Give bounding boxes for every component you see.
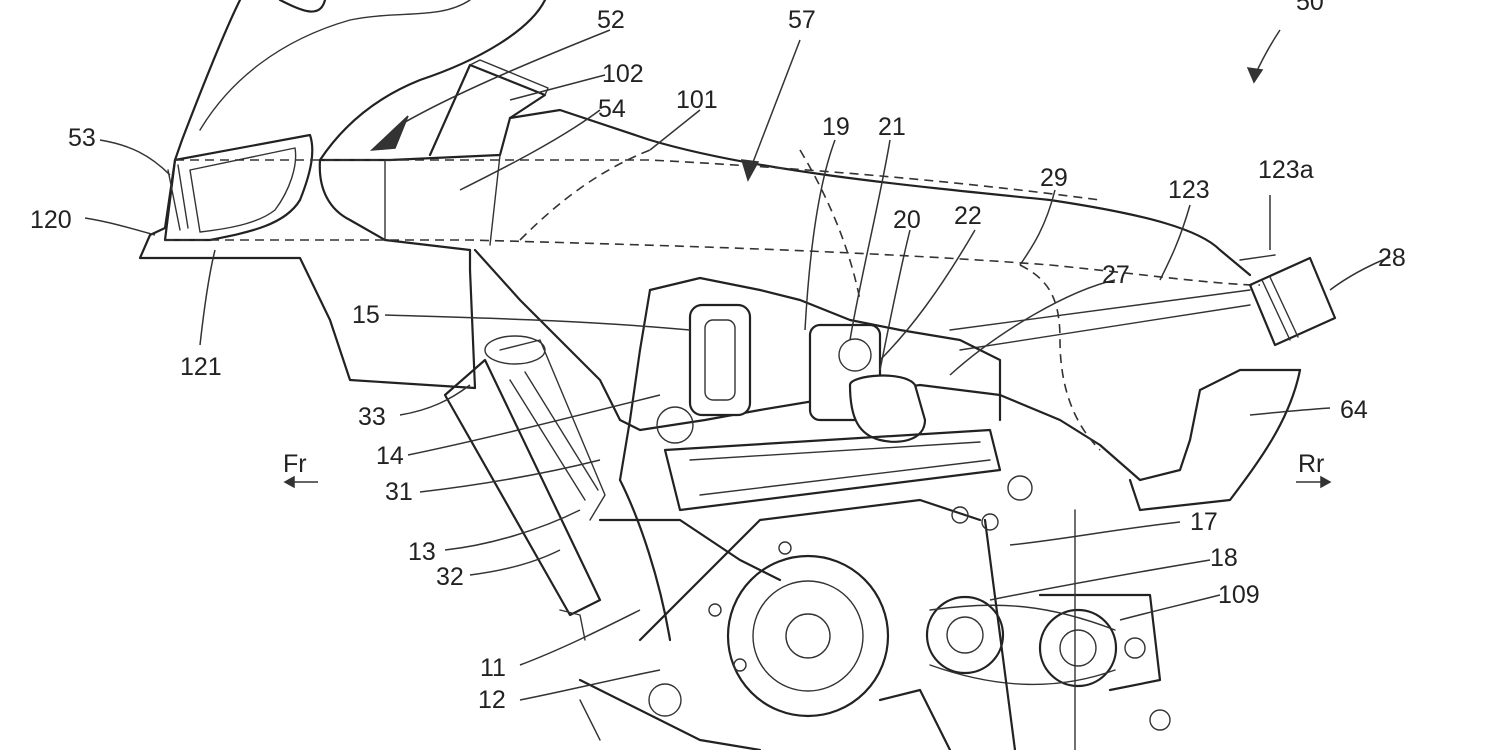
label-64: 64 xyxy=(1340,396,1368,424)
idler-pulley xyxy=(1038,608,1118,688)
label-12: 12 xyxy=(478,686,506,714)
label-57: 57 xyxy=(788,6,816,34)
tail-piece xyxy=(1239,254,1337,347)
front-cowl xyxy=(138,0,547,390)
label-123: 123 xyxy=(1168,176,1210,204)
label-120: 120 xyxy=(30,206,72,234)
label-109: 109 xyxy=(1218,581,1260,609)
label-101: 101 xyxy=(676,86,718,114)
label-20: 20 xyxy=(893,206,921,234)
label-53: 53 xyxy=(68,124,96,152)
label-52: 52 xyxy=(597,6,625,34)
label-13: 13 xyxy=(408,538,436,566)
label-28: 28 xyxy=(1378,244,1406,272)
label-21: 21 xyxy=(878,113,906,141)
label-54: 54 xyxy=(598,95,626,123)
label-18: 18 xyxy=(1210,544,1238,572)
label-14: 14 xyxy=(376,442,404,470)
label-27: 27 xyxy=(1102,261,1130,289)
label-15: 15 xyxy=(352,301,380,329)
frame-engine xyxy=(578,276,1171,750)
label-17: 17 xyxy=(1190,508,1218,536)
radiator xyxy=(443,335,606,641)
label-121: 121 xyxy=(180,353,222,381)
label-19: 19 xyxy=(822,113,850,141)
label-102: 102 xyxy=(602,60,644,88)
label-29: 29 xyxy=(1040,164,1068,192)
body-panel xyxy=(165,59,1302,512)
leader-lines xyxy=(84,29,1391,701)
air-intake xyxy=(688,303,752,417)
label-31: 31 xyxy=(385,478,413,506)
label-33: 33 xyxy=(358,403,386,431)
direction-front-label: Fr xyxy=(283,450,307,478)
direction-rear-label: Rr xyxy=(1298,450,1324,478)
direction-arrows xyxy=(283,475,1332,489)
label-123a: 123a xyxy=(1258,156,1314,184)
label-22: 22 xyxy=(954,202,982,230)
label-11: 11 xyxy=(480,654,506,682)
pulley xyxy=(925,595,1005,675)
engine-cover xyxy=(726,554,890,718)
figure-number-label: 50 xyxy=(1296,0,1324,16)
label-32: 32 xyxy=(436,563,464,591)
